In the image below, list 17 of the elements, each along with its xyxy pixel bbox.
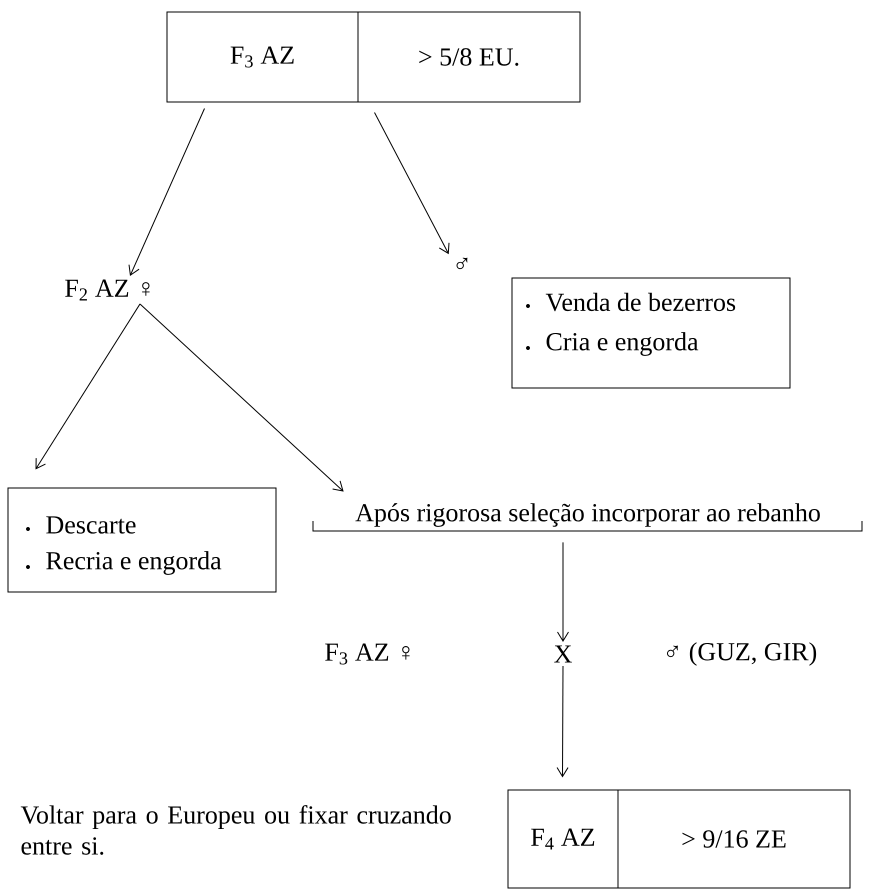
arrow xyxy=(36,303,140,470)
bullet-list-box: Descarte Recria e engorda xyxy=(8,488,276,592)
node-label: X xyxy=(554,645,572,663)
cross-label: ♂ (GUZ, GIR) xyxy=(667,642,816,666)
arrow xyxy=(374,112,450,254)
arrow xyxy=(140,303,344,492)
arrow xyxy=(128,108,205,276)
bullet-list-box: Venda de bezerros Cria e engorda xyxy=(512,278,790,388)
cross-label: F$_{3}$ AZ ♀ xyxy=(325,643,410,665)
table-box: F$_{3}$ AZ > 5/8 EU. xyxy=(166,12,580,102)
arrow xyxy=(557,542,569,642)
table-box: F$_{4}$ AZ > 9/16 ZE xyxy=(508,790,850,888)
note-text: Voltar para o Europeu ou fixar cruzando entre si. xyxy=(20,805,451,855)
arrow xyxy=(556,666,569,778)
bracketed-text: Após rigorosa seleção incorporar ao rebanho xyxy=(312,503,862,532)
node-label: F$_{2}$ AZ ♀ xyxy=(65,280,150,300)
node-label: ♂ xyxy=(456,258,468,270)
